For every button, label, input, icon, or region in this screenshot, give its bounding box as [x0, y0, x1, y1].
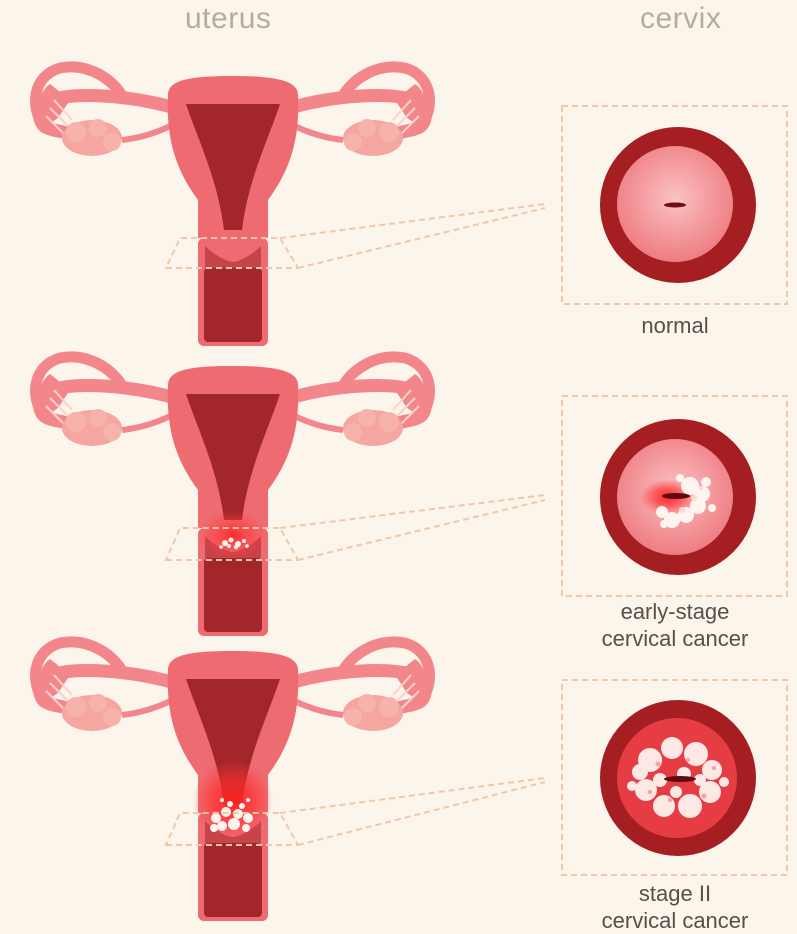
cervix-normal [600, 127, 756, 283]
caption-early-stage: early-stage cervical cancer [555, 598, 795, 652]
caption-early-stage-line2: cervical cancer [555, 625, 795, 652]
cervix-early-stage [600, 419, 756, 575]
caption-normal: normal [555, 312, 795, 339]
caption-early-stage-line1: early-stage [555, 598, 795, 625]
cervix-stage-ii [600, 700, 756, 856]
uterus-early-stage [36, 357, 430, 636]
caption-stage-ii-line2: cervical cancer [555, 907, 795, 934]
uterus-normal [36, 67, 430, 346]
caption-stage-ii-line1: stage II [555, 880, 795, 907]
caption-normal-line1: normal [555, 312, 795, 339]
caption-stage-ii: stage II cervical cancer [555, 880, 795, 934]
uterus-stage-ii [36, 642, 430, 921]
